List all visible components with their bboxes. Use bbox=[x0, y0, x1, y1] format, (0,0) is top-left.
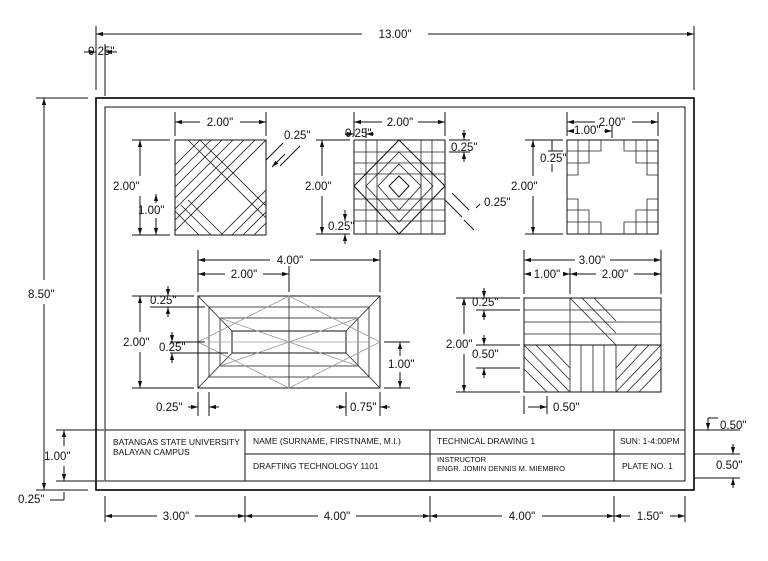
figure-1-diagonal-pattern: 2.00" 2.00" 1.00" 0.25" bbox=[113, 112, 310, 236]
fig5-mid-label: 0.50" bbox=[472, 349, 498, 361]
fig3-height-label: 2.00" bbox=[511, 181, 537, 193]
fig5-right-label: 2.00" bbox=[602, 269, 628, 281]
fig3-half-label: 1.00" bbox=[574, 125, 600, 137]
column-dimensions: 3.00" 4.00" 4.00" 1.50" bbox=[104, 496, 686, 523]
tb-right-bottom-label: 0.50" bbox=[716, 460, 742, 472]
col4-label: 1.50" bbox=[637, 511, 663, 523]
fig4-width-label: 4.00" bbox=[277, 255, 303, 267]
fig1-diagonal-label: 0.25" bbox=[284, 130, 310, 142]
instructor-label: INSTRUCTOR bbox=[437, 455, 487, 464]
fig4-right-label: 1.00" bbox=[388, 359, 414, 371]
fig4-half-label: 2.00" bbox=[231, 269, 257, 281]
fig5-left-label: 1.00" bbox=[534, 269, 560, 281]
tb-right-top-label: 0.50" bbox=[720, 420, 746, 432]
bottom-offset-label: 0.25" bbox=[18, 494, 44, 506]
fig1-width-label: 2.00" bbox=[207, 117, 233, 129]
fig2-offset-label: 0.25" bbox=[345, 128, 371, 140]
sheet-frame bbox=[95, 97, 695, 491]
fig2-height-label: 2.00" bbox=[305, 181, 331, 193]
overall-width-dimension: 13.00" bbox=[95, 26, 695, 90]
fig3-small-label: 0.25" bbox=[540, 153, 566, 165]
title-block: BATANGAS STATE UNIVERSITY BALAYAN CAMPUS… bbox=[105, 429, 685, 481]
fig2-bottom-label: 0.25" bbox=[328, 221, 354, 233]
figure-5-composite-pattern: 3.00" 1.00" 2.00" 2.00" 0.25" 0.50" 0.50… bbox=[446, 250, 662, 414]
overall-height-dimension: 8.50" bbox=[28, 97, 88, 491]
student-name-label: NAME (SURNAME, FIRSTNAME, M.I.) bbox=[253, 436, 401, 446]
fig4-bottom-left-label: 0.25" bbox=[156, 402, 182, 414]
class-schedule: SUN: 1-4:00PM bbox=[620, 436, 680, 446]
title-block-height-dimension: 1.00" 0.25" bbox=[18, 429, 104, 506]
campus-name: BALAYAN CAMPUS bbox=[113, 447, 190, 457]
fig4-inner-label: 0.25" bbox=[159, 342, 185, 354]
fig4-height-label: 2.00" bbox=[123, 337, 149, 349]
course-code: DRAFTING TECHNOLOGY 1101 bbox=[253, 461, 379, 471]
school-name: BATANGAS STATE UNIVERSITY bbox=[113, 437, 240, 447]
figure-3-corner-pattern: 2.00" 1.00" 2.00" 0.25" bbox=[511, 112, 659, 235]
fig3-width-label: 2.00" bbox=[599, 117, 625, 129]
figure-2-rotated-square: 2.00" 0.25" 2.00" 0.25" 0.25" 0.25" bbox=[305, 112, 510, 244]
fig4-bottom-right-label: 0.75" bbox=[350, 402, 376, 414]
plate-number: PLATE NO. 1 bbox=[622, 461, 673, 471]
instructor-name: ENGR. JOMIN DENNIS M. MIEMBRO bbox=[437, 464, 565, 473]
overall-width-label: 13.00" bbox=[379, 29, 412, 41]
fig2-top-label: 0.25" bbox=[451, 142, 477, 154]
fig5-width-label: 3.00" bbox=[579, 255, 605, 267]
fig5-height-label: 2.00" bbox=[446, 339, 472, 351]
border-offset-dimension: 0.25" bbox=[84, 44, 117, 96]
fig4-top-label: 0.25" bbox=[150, 295, 176, 307]
overall-height-label: 8.50" bbox=[28, 289, 54, 301]
col1-label: 3.00" bbox=[163, 511, 189, 523]
fig5-top-label: 0.25" bbox=[472, 297, 498, 309]
subject-title: TECHNICAL DRAWING 1 bbox=[437, 436, 535, 446]
fig5-bottom-label: 0.50" bbox=[553, 402, 579, 414]
col2-label: 4.00" bbox=[324, 511, 350, 523]
border-offset-label: 0.25" bbox=[88, 46, 114, 58]
title-block-right-dimensions: 0.50" 0.50" bbox=[694, 417, 746, 488]
col3-label: 4.00" bbox=[509, 511, 535, 523]
fig2-width-label: 2.00" bbox=[387, 117, 413, 129]
fig1-height-label: 2.00" bbox=[113, 181, 139, 193]
fig2-diagonal-label: 0.25" bbox=[484, 197, 510, 209]
title-block-height-label: 1.00" bbox=[44, 451, 70, 463]
figure-4-rectangle-pattern: 4.00" 2.00" 2.00" 0.25" 0.25" 1.00" 0.25… bbox=[123, 250, 414, 416]
fig1-half-label: 1.00" bbox=[138, 205, 164, 217]
